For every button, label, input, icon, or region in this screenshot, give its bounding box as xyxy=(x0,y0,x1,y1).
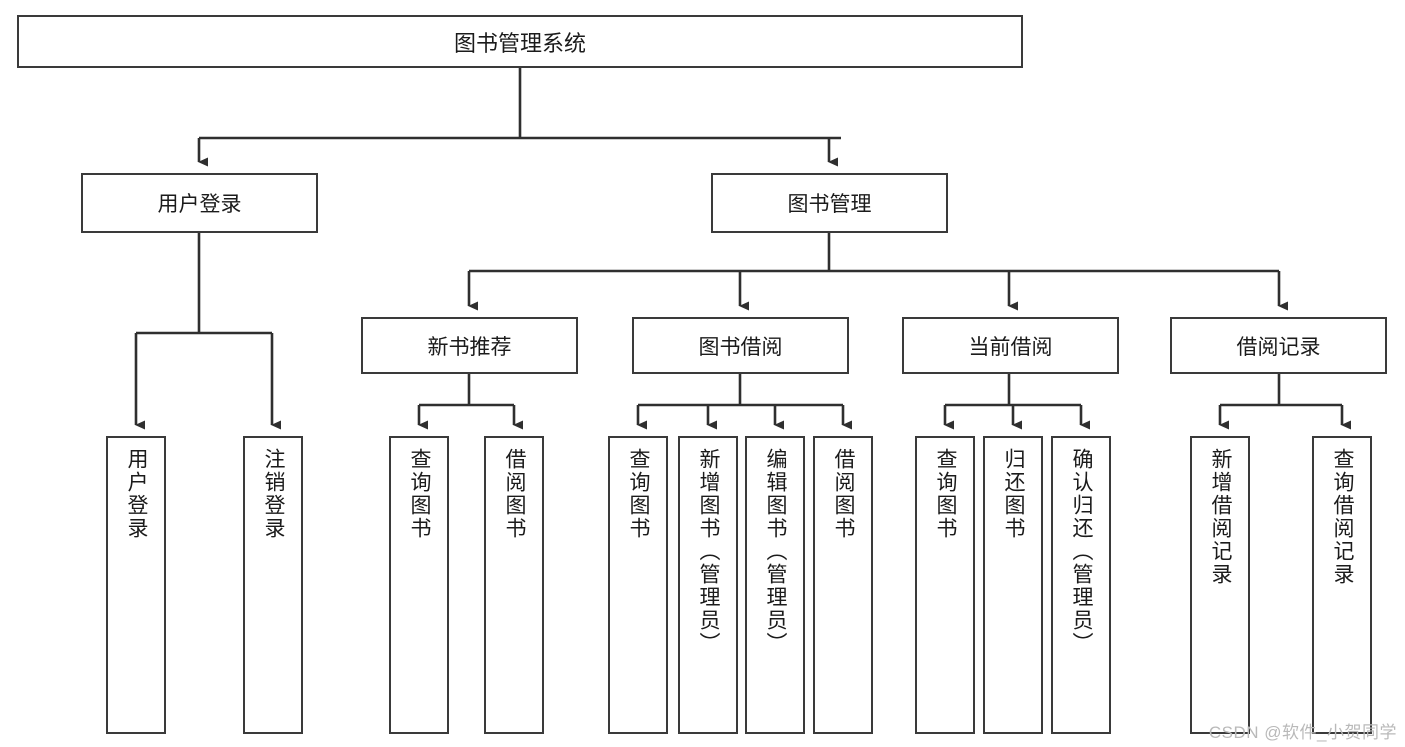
leaf-user-login-signout[interactable]: 注销登录 xyxy=(243,436,303,734)
leaf-record-query-record[interactable]: 查询借阅记录 xyxy=(1312,436,1372,734)
node-label: 新增图书（管理员） xyxy=(697,448,721,655)
leaf-record-add-record[interactable]: 新增借阅记录 xyxy=(1190,436,1250,734)
node-label: 借阅图书 xyxy=(503,448,527,540)
leaf-current-confirm-return-admin[interactable]: 确认归还（管理员） xyxy=(1051,436,1111,734)
node-label: 查询借阅记录 xyxy=(1331,448,1355,586)
node-label: 查询图书 xyxy=(934,448,958,540)
node-label: 图书管理 xyxy=(787,193,872,216)
node-root-system[interactable]: 图书管理系统 xyxy=(17,15,1023,68)
node-label: 注销登录 xyxy=(262,448,286,540)
node-label: 用户登录 xyxy=(125,448,149,540)
leaf-borrow-add-book-admin[interactable]: 新增图书（管理员） xyxy=(678,436,738,734)
leaf-recommend-query-book[interactable]: 查询图书 xyxy=(389,436,449,734)
node-borrow-record[interactable]: 借阅记录 xyxy=(1170,317,1387,374)
leaf-current-query-book[interactable]: 查询图书 xyxy=(915,436,975,734)
leaf-user-login-signin[interactable]: 用户登录 xyxy=(106,436,166,734)
node-label: 归还图书 xyxy=(1002,448,1026,540)
node-label: 借阅记录 xyxy=(1236,335,1321,359)
leaf-recommend-borrow-book[interactable]: 借阅图书 xyxy=(484,436,544,734)
csdn-watermark: CSDN @软件_小贺同学 xyxy=(1208,723,1397,742)
node-current-borrow[interactable]: 当前借阅 xyxy=(902,317,1119,374)
node-label: 查询图书 xyxy=(408,448,432,540)
node-label: 编辑图书（管理员） xyxy=(764,448,788,655)
leaf-borrow-borrow-book[interactable]: 借阅图书 xyxy=(813,436,873,734)
leaf-current-return-book[interactable]: 归还图书 xyxy=(983,436,1043,734)
node-label: 借阅图书 xyxy=(832,448,856,540)
node-label: 当前借阅 xyxy=(968,335,1053,359)
node-book-borrow[interactable]: 图书借阅 xyxy=(632,317,849,374)
leaf-borrow-query-book[interactable]: 查询图书 xyxy=(608,436,668,734)
node-user-login[interactable]: 用户登录 xyxy=(81,173,318,233)
node-label: 图书管理系统 xyxy=(453,30,586,56)
node-label: 用户登录 xyxy=(157,193,242,216)
node-label: 查询图书 xyxy=(627,448,651,540)
node-label: 确认归还（管理员） xyxy=(1070,448,1094,655)
node-book-management[interactable]: 图书管理 xyxy=(711,173,948,233)
leaf-borrow-edit-book-admin[interactable]: 编辑图书（管理员） xyxy=(745,436,805,734)
node-label: 新书推荐 xyxy=(427,335,512,359)
node-label: 图书借阅 xyxy=(698,335,783,359)
node-new-book-recommend[interactable]: 新书推荐 xyxy=(361,317,578,374)
node-label: 新增借阅记录 xyxy=(1209,448,1233,586)
